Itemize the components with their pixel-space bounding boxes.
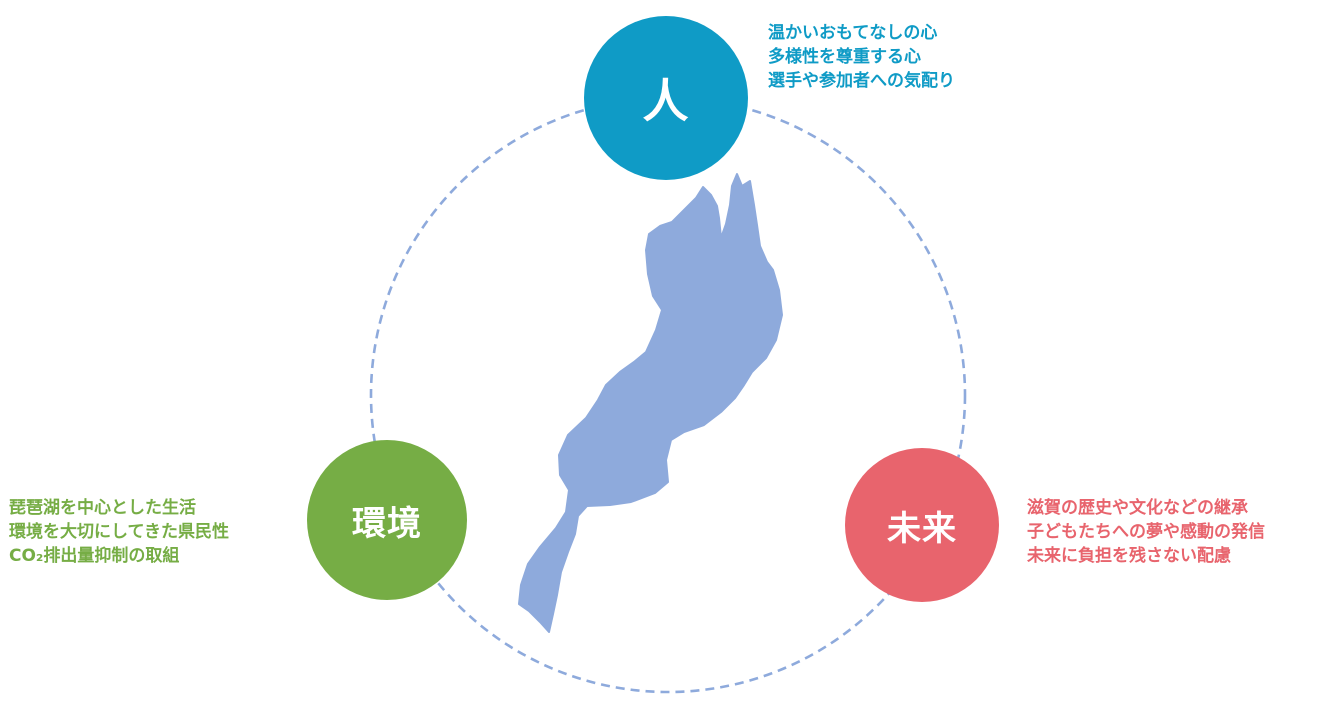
future-circle: 未来 (845, 448, 999, 602)
environment-caption: 琵琶湖を中心とした生活 環境を大切にしてきた県民性 CO₂排出量抑制の取組 (9, 496, 229, 568)
environment-caption-line-1: 琵琶湖を中心とした生活 (9, 498, 196, 518)
future-caption-line-2: 子どもたちへの夢や感動の発信 (1027, 522, 1265, 542)
people-label: 人 (642, 74, 690, 128)
future-label: 未来 (887, 508, 957, 549)
environment-caption-line-2: 環境を大切にしてきた県民性 (9, 522, 229, 542)
lake-biwa-map (518, 173, 783, 633)
environment-circle: 環境 (307, 440, 467, 600)
people-caption-line-2: 多様性を尊重する心 (768, 47, 921, 67)
people-caption: 温かいおもてなしの心 多様性を尊重する心 選手や参加者への気配り (768, 21, 955, 93)
environment-label: 環境 (352, 503, 422, 544)
future-caption: 滋賀の歴史や文化などの継承 子どもたちへの夢や感動の発信 未来に負担を残さない配… (1027, 496, 1265, 568)
people-caption-line-1: 温かいおもてなしの心 (768, 23, 938, 43)
people-caption-line-3: 選手や参加者への気配り (768, 71, 955, 91)
environment-caption-line-3: CO₂排出量抑制の取組 (9, 546, 180, 566)
future-caption-line-3: 未来に負担を残さない配慮 (1027, 546, 1231, 566)
people-circle: 人 (584, 16, 748, 180)
future-caption-line-1: 滋賀の歴史や文化などの継承 (1027, 498, 1248, 518)
